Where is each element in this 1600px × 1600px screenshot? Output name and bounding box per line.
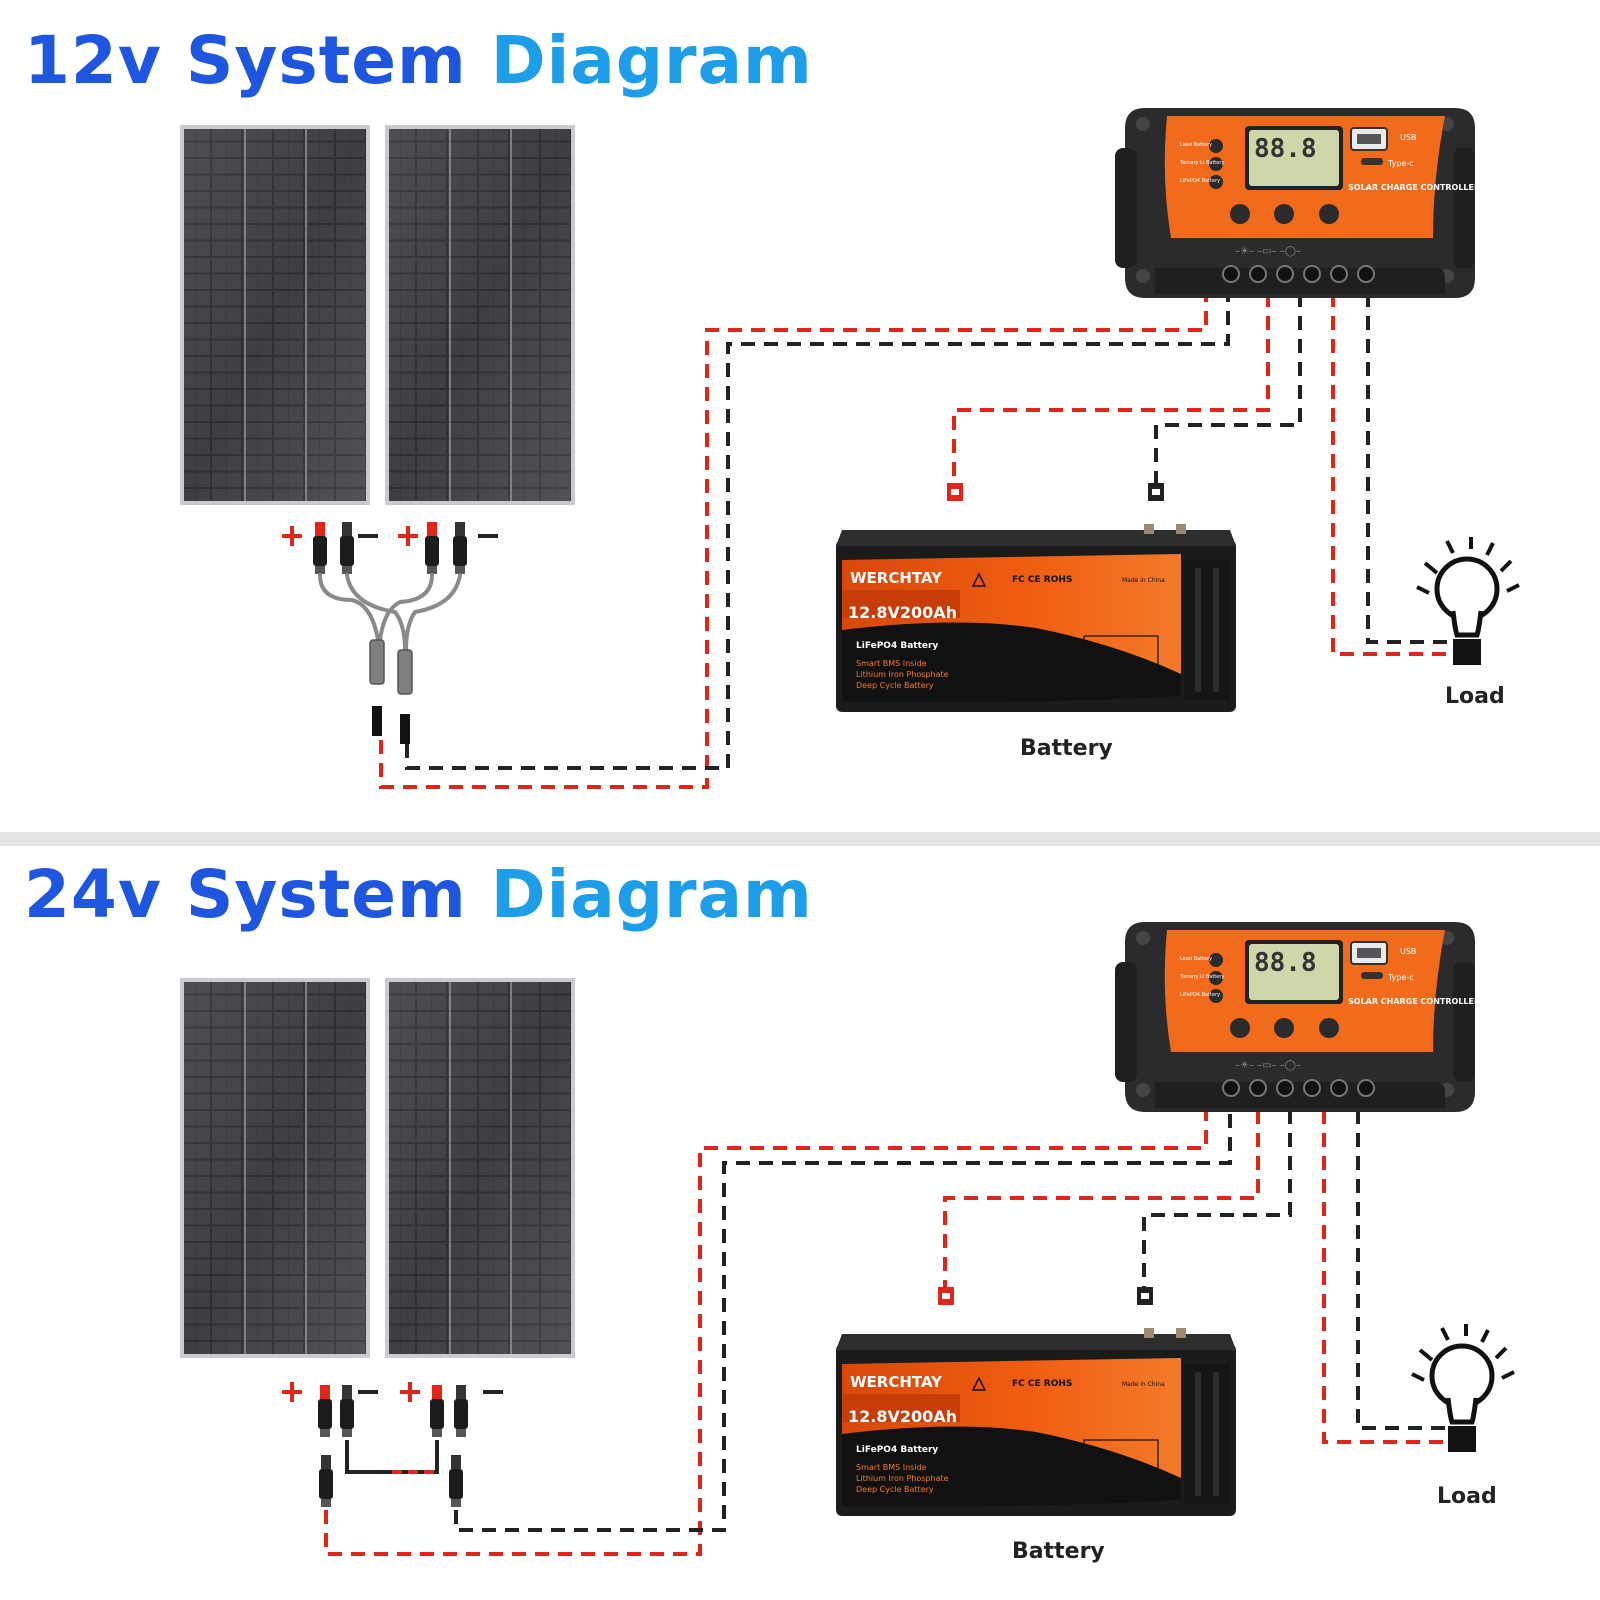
usb-label: USB: [1400, 133, 1416, 142]
series-jumper: [345, 1440, 439, 1474]
battery-terminal-connectors: [947, 483, 1164, 501]
load-label: Load: [1445, 684, 1505, 709]
battery-rating: 12.8V200Ah: [848, 603, 957, 622]
battery-feature: Smart BMS Inside: [856, 659, 927, 668]
solar-panel-icon: [384, 977, 576, 1359]
controller-display: 88.8: [1254, 948, 1317, 978]
polarity-markers: [282, 526, 498, 546]
connector-icon: [318, 1385, 468, 1507]
diagram-title-12v: 12v System Diagram: [24, 28, 813, 94]
controller-display: 88.8: [1254, 134, 1317, 164]
mode-ternary: Ternary Li Battery: [1179, 160, 1224, 166]
battery-label: Battery: [1020, 736, 1113, 761]
title-system: System: [185, 856, 467, 933]
battery-label: Battery: [1012, 1539, 1105, 1564]
load-label: Load: [1437, 1484, 1497, 1509]
battery-brand: WERCHTAY: [850, 569, 943, 587]
solar-panel-icon: [384, 124, 576, 506]
y-branch-connector: [318, 573, 462, 744]
mode-lead: Lead Battery: [1180, 956, 1212, 962]
diagram-24v: 88.8 SOLAR CHARGE CONTROLLER USB Type-c …: [179, 921, 1514, 1564]
battery-feature: Lithium Iron Phosphate: [856, 670, 949, 679]
controller-label: SOLAR CHARGE CONTROLLER: [1348, 997, 1480, 1006]
title-diagram: Diagram: [490, 856, 813, 933]
controller-label: SOLAR CHARGE CONTROLLER: [1348, 183, 1480, 192]
title-diagram: Diagram: [490, 22, 813, 99]
typec-label: Type-c: [1387, 973, 1414, 982]
wiring-12v: [379, 293, 1448, 789]
battery-feature: Lithium Iron Phosphate: [856, 1474, 949, 1483]
mode-lifepo4: LiFePO4 Battery: [1180, 178, 1220, 184]
battery-feature: Smart BMS Inside: [856, 1463, 927, 1472]
title-voltage: 12v: [24, 22, 162, 99]
battery-chemistry: LiFePO4 Battery: [856, 1445, 938, 1455]
battery-brand: WERCHTAY: [850, 1373, 943, 1391]
polarity-markers: [282, 1382, 503, 1402]
light-bulb-icon: [1412, 1324, 1514, 1452]
light-bulb-icon: [1417, 537, 1519, 665]
mode-lead: Lead Battery: [1180, 142, 1212, 148]
connector-icon: [313, 522, 467, 574]
title-voltage: 24v: [24, 856, 162, 933]
title-system: System: [185, 22, 467, 99]
battery-origin: Made in China: [1122, 577, 1165, 584]
battery-feature: Deep Cycle Battery: [856, 681, 934, 690]
battery-certs: FC CE ROHS: [1012, 575, 1072, 585]
mode-ternary: Ternary Li Battery: [1179, 974, 1224, 980]
battery-chemistry: LiFePO4 Battery: [856, 641, 938, 651]
solar-panel-icon: [179, 977, 371, 1359]
diagram-12v: 88.8 SOLAR CHARGE CONTROLLER USB Type-c …: [179, 107, 1519, 789]
wiring-24v: [324, 1110, 1448, 1556]
battery-rating: 12.8V200Ah: [848, 1407, 957, 1426]
solar-panel-icon: [179, 124, 371, 506]
usb-label: USB: [1400, 947, 1416, 956]
battery-origin: Made in China: [1122, 1381, 1165, 1388]
battery-certs: FC CE ROHS: [1012, 1379, 1072, 1389]
diagram-title-24v: 24v System Diagram: [24, 862, 813, 928]
section-divider: [0, 832, 1600, 846]
battery-terminal-connectors: [938, 1287, 1153, 1305]
mode-lifepo4: LiFePO4 Battery: [1180, 992, 1220, 998]
battery-feature: Deep Cycle Battery: [856, 1485, 934, 1494]
typec-label: Type-c: [1387, 159, 1414, 168]
